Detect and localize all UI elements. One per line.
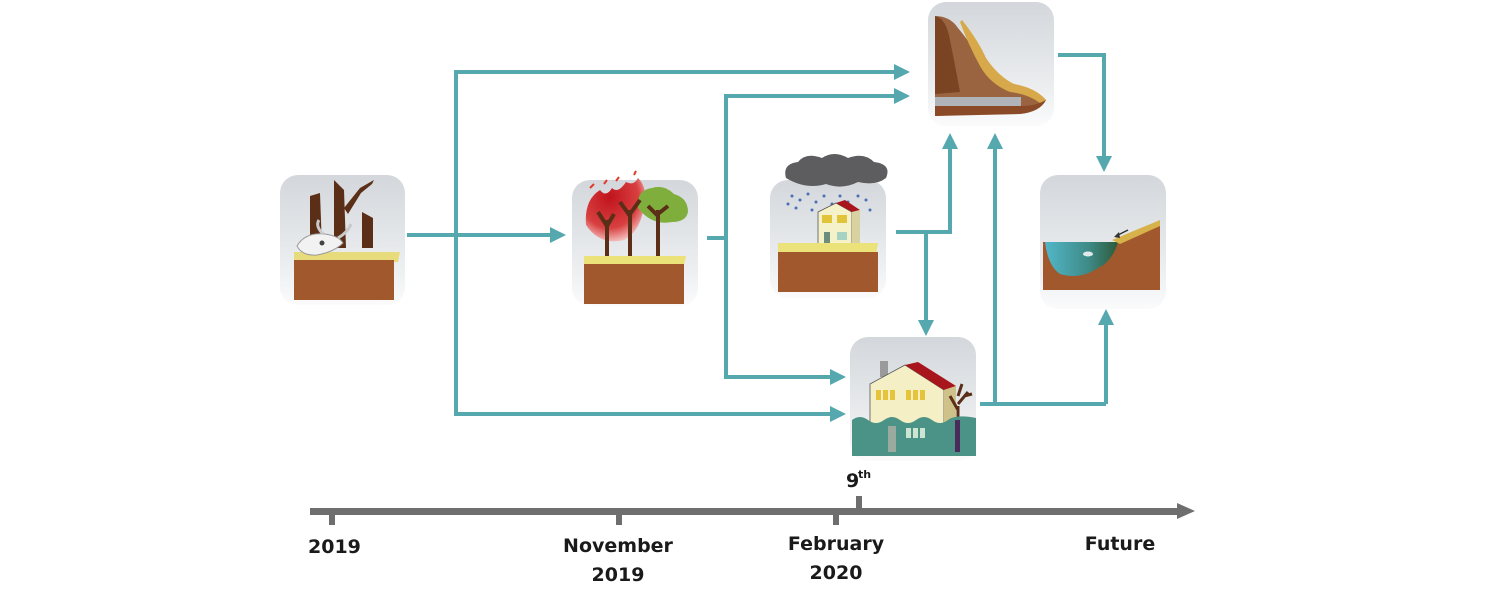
node-landslide[interactable] — [928, 2, 1054, 126]
tick-2019 — [329, 513, 335, 525]
label-9th-number: 9 — [846, 470, 859, 492]
tick-february-2020 — [833, 513, 839, 525]
arrow-drought-to-flood — [454, 235, 832, 416]
bushfire-icon — [584, 170, 688, 304]
arrow-rain-to-landslide — [896, 147, 952, 234]
arrowhead — [894, 64, 910, 80]
timeline: 2019 November 2019 February 2020 9 th Fu… — [308, 468, 1195, 586]
landslide-icon — [935, 16, 1046, 116]
tick-9th — [856, 496, 862, 510]
node-sedimentation[interactable] — [1040, 175, 1166, 309]
label-2019: 2019 — [308, 536, 361, 558]
label-november: November — [563, 535, 674, 557]
arrow-bushfire-to-flood — [724, 238, 832, 379]
drought-icon — [294, 180, 400, 300]
arrowhead — [830, 369, 846, 385]
arrowhead — [830, 406, 846, 422]
arrow-landslide-to-sedimentation — [1058, 53, 1106, 158]
arrow-drought-to-landslide — [454, 70, 897, 235]
node-bushfire[interactable] — [572, 170, 698, 306]
arrowhead — [1098, 309, 1114, 325]
node-heavy-rain[interactable] — [770, 154, 888, 298]
timeline-axis — [310, 508, 1180, 515]
arrowhead — [918, 320, 934, 336]
label-9th-suffix: th — [858, 468, 871, 481]
connectors — [407, 53, 1114, 422]
flooded-house-icon — [852, 361, 976, 456]
rain-cloud-house-icon — [778, 154, 888, 292]
arrowhead — [550, 227, 566, 243]
arrowhead — [987, 133, 1003, 149]
arrowhead — [942, 133, 958, 149]
arrow-bushfire-to-landslide — [724, 94, 897, 238]
node-flood[interactable] — [850, 337, 976, 461]
arrowhead — [1096, 156, 1112, 172]
arrow-flood-to-landslide — [980, 147, 1106, 406]
lake-sediment-icon — [1043, 220, 1160, 290]
label-november-year: 2019 — [592, 564, 645, 586]
node-drought[interactable] — [280, 175, 405, 305]
tick-november-2019 — [616, 513, 622, 525]
label-future: Future — [1085, 533, 1155, 555]
label-february: February — [788, 533, 885, 555]
timeline-arrowhead-icon — [1177, 503, 1195, 519]
arrowhead — [894, 88, 910, 104]
label-february-year: 2020 — [810, 562, 863, 584]
